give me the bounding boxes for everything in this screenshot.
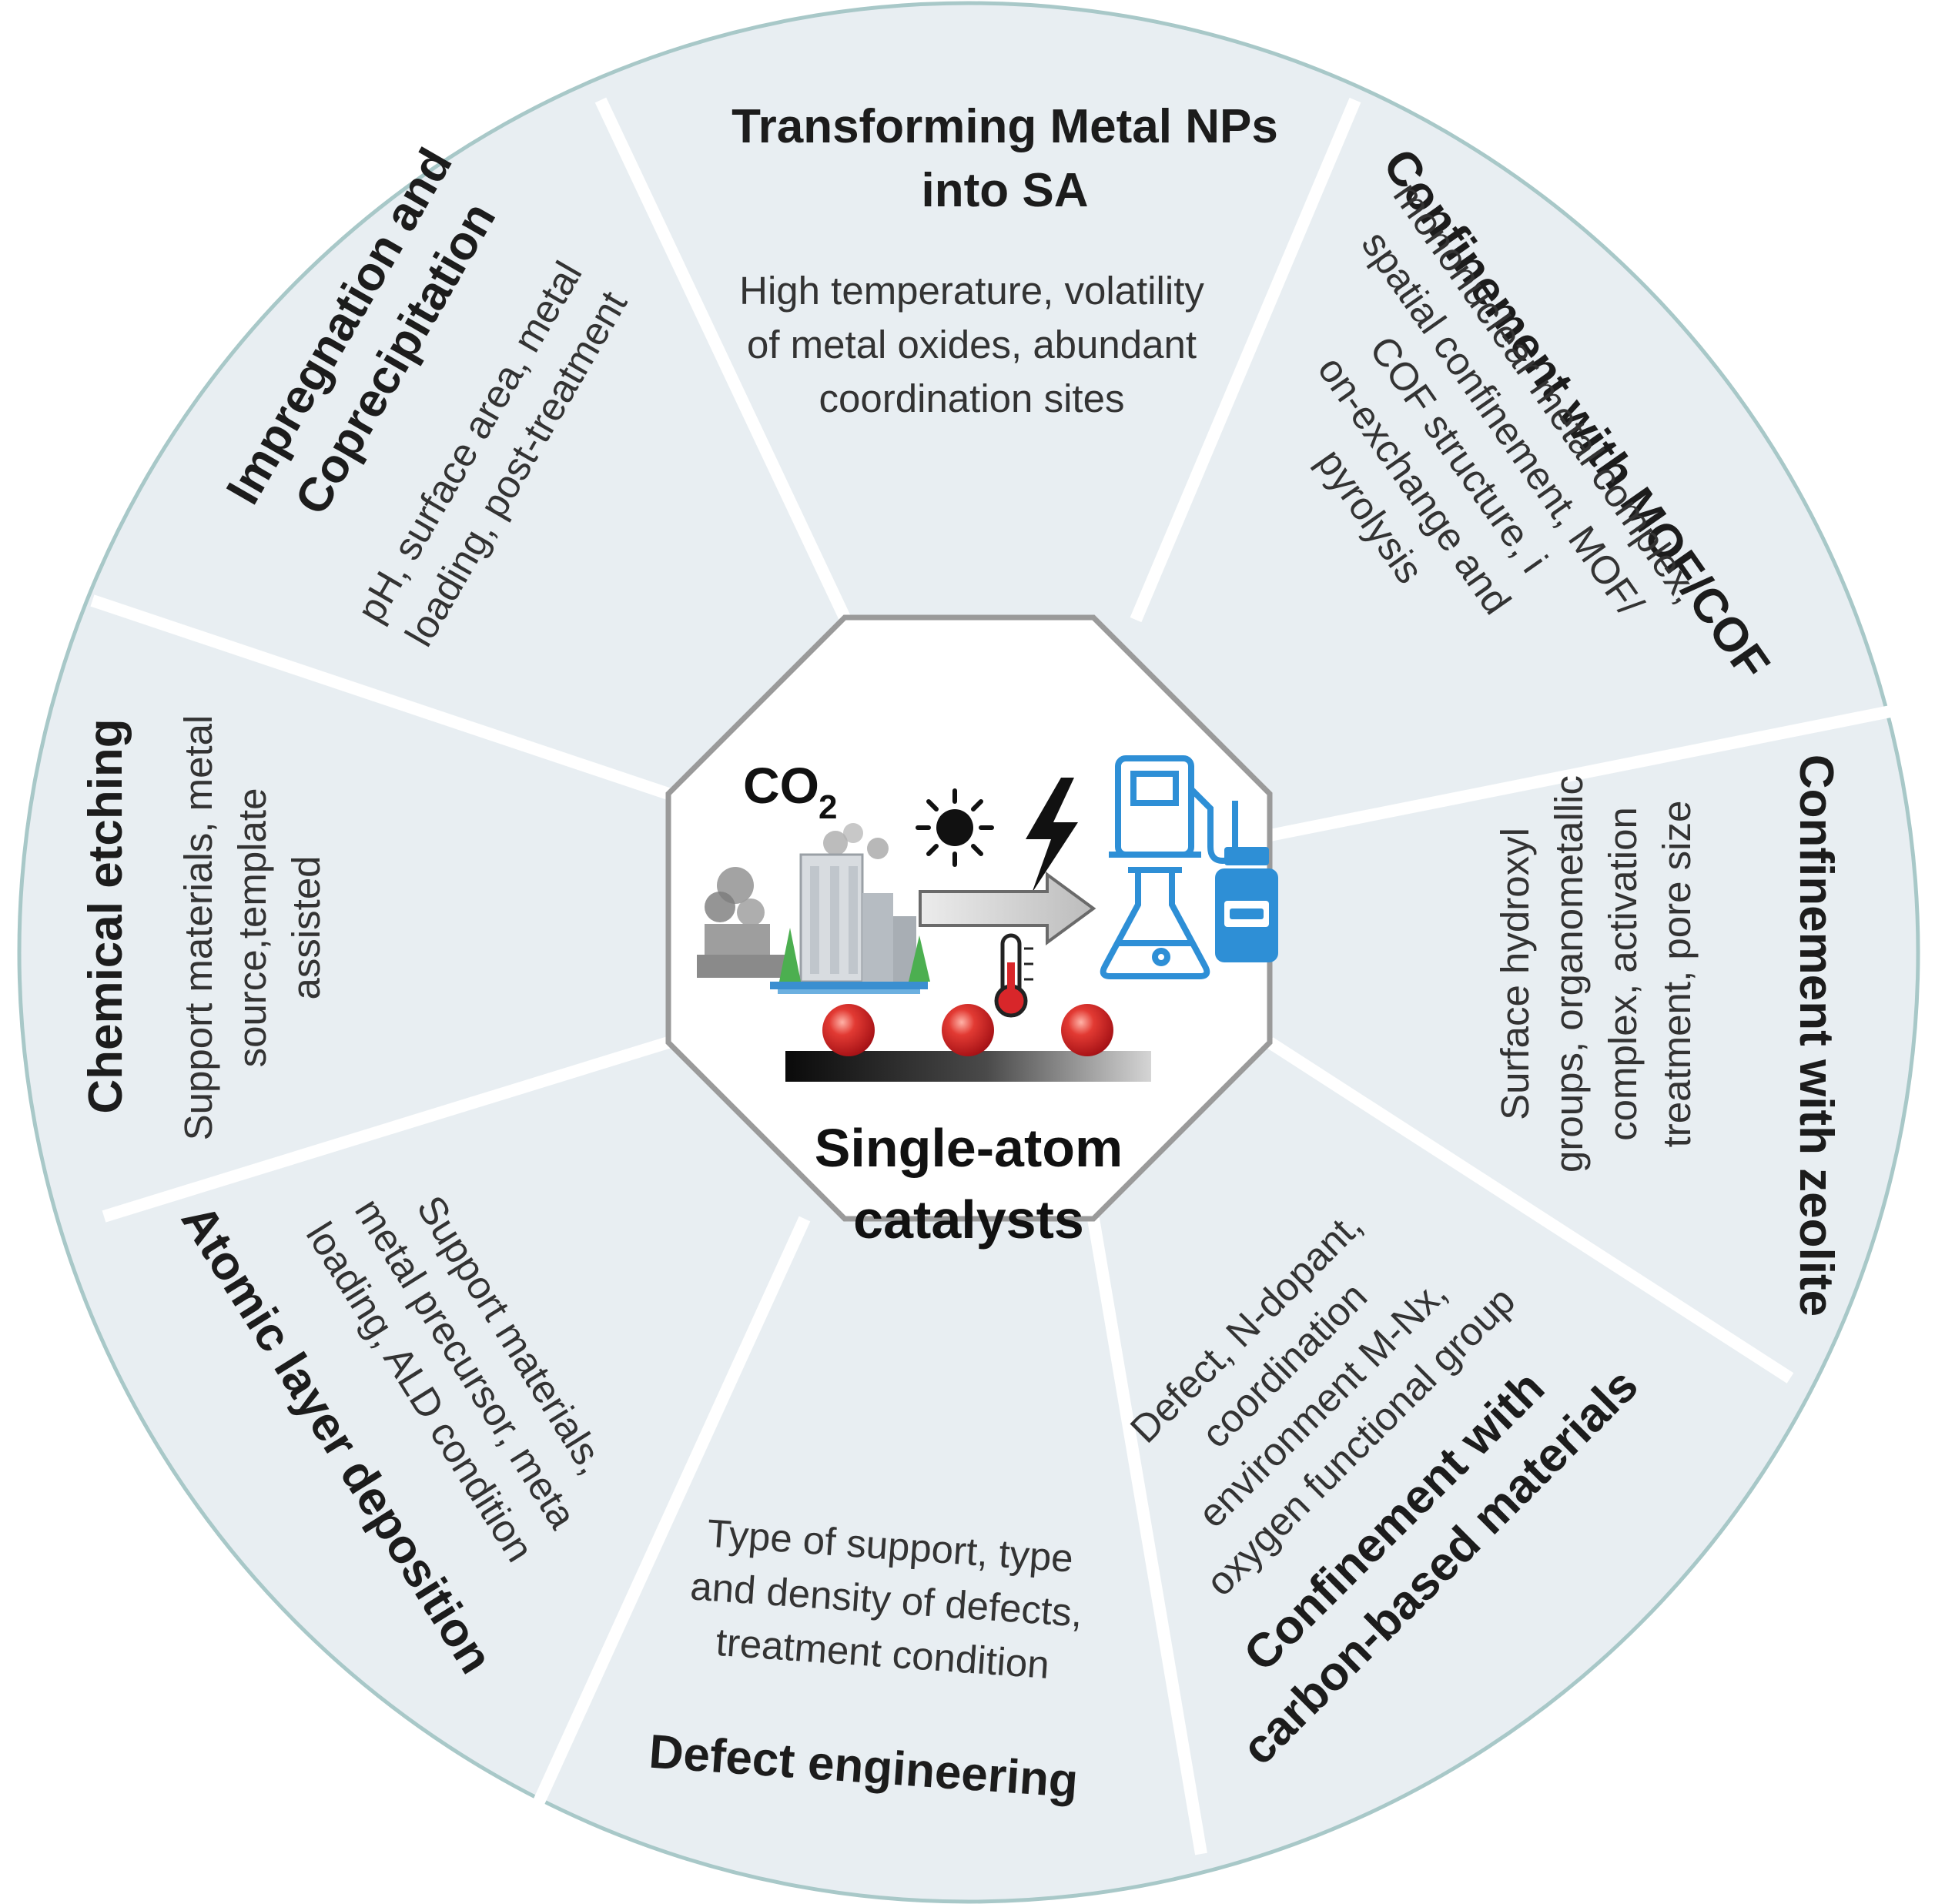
- segment-description: of metal oxides, abundant: [747, 323, 1197, 366]
- atom-sphere-icon: [822, 1004, 875, 1056]
- segment-divider: [1130, 97, 1361, 623]
- co2-label: CO 2: [743, 757, 837, 826]
- co2-subscript: 2: [819, 788, 837, 826]
- segment-chemical-etching: Chemical etching Support materials, meta…: [79, 715, 328, 1141]
- center-title-line1: Single-atom: [815, 1118, 1123, 1178]
- segment-description: groups, organometallic: [1547, 775, 1591, 1173]
- segment-description: assisted: [284, 855, 328, 999]
- segment-description: Support materials, metal: [176, 715, 220, 1141]
- sun-icon: [916, 788, 994, 867]
- atom-sphere-icon: [1061, 1004, 1113, 1056]
- segment-description: Surface hydroxyl: [1493, 828, 1537, 1120]
- segment-divider: [1268, 698, 1927, 842]
- segment-divider: [594, 97, 851, 621]
- segment-description: High temperature, volatility: [739, 269, 1204, 313]
- factory-icon: [697, 823, 930, 994]
- segment-divider: [102, 1036, 671, 1223]
- segment-title: Confinement with zeolite: [1789, 755, 1843, 1317]
- segment-divider: [1266, 1037, 1794, 1384]
- segment-title: Transforming Metal NPs: [731, 100, 1278, 153]
- arrow-icon: [919, 872, 1096, 945]
- segment-description: treatment, pore size: [1655, 801, 1699, 1148]
- segment-divider: [533, 1216, 811, 1805]
- segment-description: source,template: [230, 788, 274, 1068]
- flask-icon: [1100, 867, 1210, 979]
- segment-divider: [1087, 1217, 1207, 1855]
- lightning-icon: [1026, 778, 1078, 893]
- segment-title: into SA: [922, 164, 1089, 217]
- thermometer-icon: [994, 933, 1033, 1018]
- segment-zeolite: Confinement with zeolite Surface hydroxy…: [1493, 755, 1843, 1317]
- segment-description: complex, activation: [1601, 807, 1645, 1141]
- segment-title: Chemical etching: [79, 718, 132, 1113]
- segment-dividers: [90, 97, 1927, 1855]
- segment-transforming-nps: Transforming Metal NPs into SA High temp…: [731, 100, 1278, 420]
- atom-sphere-icon: [942, 1004, 994, 1056]
- segment-divider: [90, 594, 671, 800]
- bottle-icon: [1215, 847, 1278, 962]
- segment-description: coordination sites: [819, 376, 1125, 420]
- center-title-line2: catalysts: [853, 1190, 1084, 1250]
- co2-text: CO: [743, 757, 819, 814]
